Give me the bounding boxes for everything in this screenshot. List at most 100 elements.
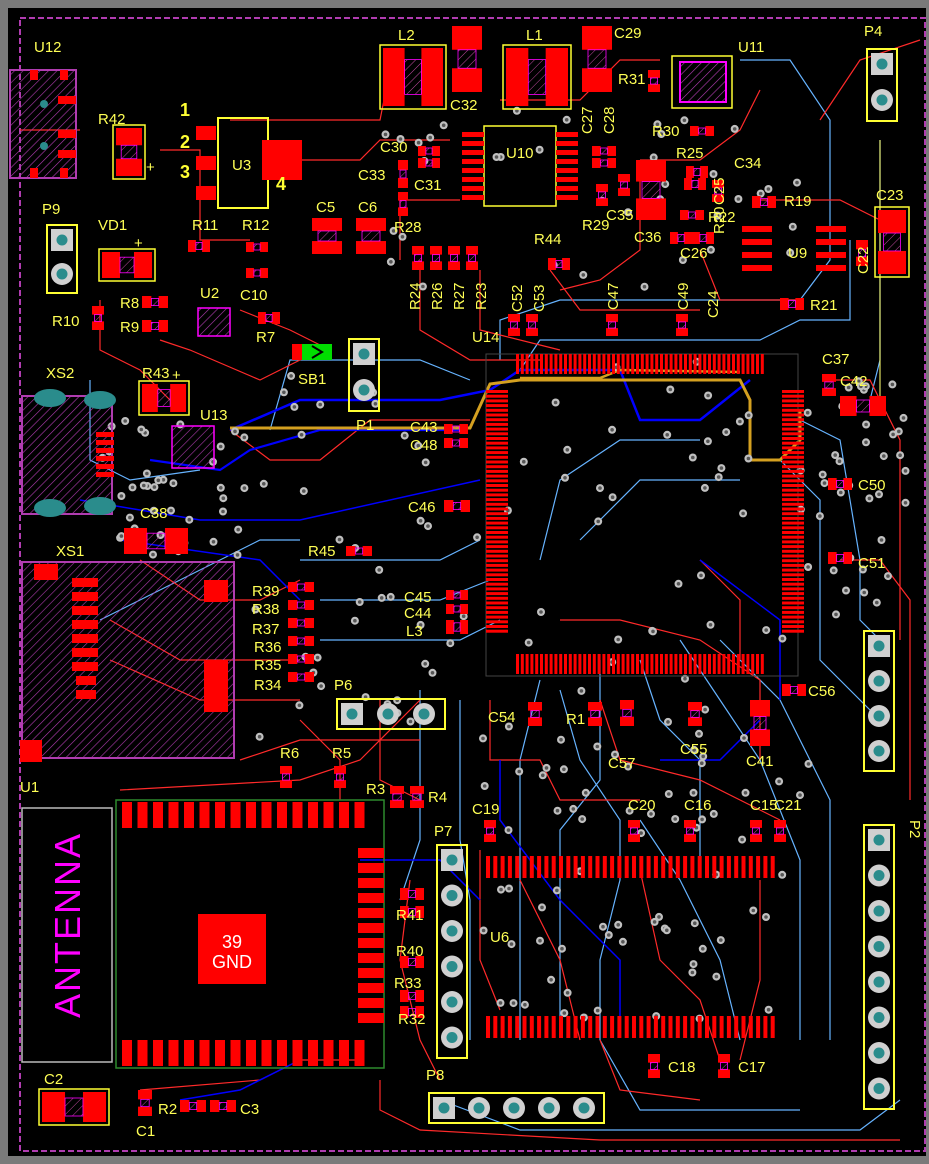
passive-part[interactable] — [142, 296, 168, 308]
passive-part[interactable] — [280, 766, 292, 788]
passive-part[interactable] — [398, 192, 408, 216]
passive-part[interactable] — [712, 180, 724, 202]
passive-part[interactable] — [648, 70, 660, 92]
passive-part[interactable] — [288, 618, 314, 628]
passive-part[interactable] — [452, 26, 482, 92]
passive-part[interactable] — [484, 820, 496, 842]
passive-part[interactable] — [410, 786, 424, 808]
passive-part[interactable] — [620, 700, 634, 726]
passive-part[interactable] — [38, 1088, 110, 1126]
passive-part[interactable] — [400, 1006, 424, 1018]
passive-part[interactable] — [636, 160, 666, 220]
passive-part[interactable] — [418, 158, 440, 168]
passive-part[interactable] — [444, 438, 468, 448]
passive-part[interactable] — [692, 232, 714, 244]
passive-part[interactable] — [688, 702, 702, 726]
passive-part[interactable] — [288, 672, 314, 682]
passive-part[interactable] — [718, 1054, 730, 1078]
passive-part[interactable] — [750, 700, 770, 746]
passive-part[interactable] — [822, 374, 836, 396]
header-p6[interactable] — [336, 698, 446, 730]
passive-part[interactable] — [690, 126, 714, 136]
passive-part[interactable] — [379, 44, 447, 110]
passive-part[interactable] — [288, 600, 314, 610]
passive-part[interactable] — [92, 306, 104, 330]
header-p7[interactable] — [436, 844, 468, 1059]
passive-part[interactable] — [288, 582, 314, 592]
passive-part[interactable] — [618, 174, 630, 196]
passive-part[interactable] — [606, 314, 618, 336]
passive-part[interactable] — [142, 320, 168, 332]
passive-part[interactable] — [592, 158, 616, 168]
passive-part[interactable] — [288, 636, 314, 646]
header-p9[interactable] — [46, 224, 78, 294]
passive-part[interactable] — [444, 424, 468, 434]
passive-part[interactable] — [444, 500, 470, 512]
passive-part[interactable] — [400, 990, 424, 1002]
passive-part[interactable] — [686, 166, 708, 178]
passive-part[interactable] — [188, 240, 210, 252]
passive-part[interactable] — [398, 160, 408, 188]
passive-part[interactable] — [418, 146, 440, 156]
passive-part[interactable] — [356, 218, 386, 254]
passive-part[interactable] — [750, 820, 762, 842]
passive-part[interactable] — [782, 684, 806, 696]
passive-part[interactable] — [448, 246, 460, 270]
passive-part[interactable] — [582, 26, 612, 92]
passive-part[interactable] — [680, 210, 704, 220]
passive-part[interactable] — [400, 956, 424, 968]
passive-part[interactable] — [752, 196, 776, 208]
passive-part[interactable] — [412, 246, 424, 270]
passive-part[interactable] — [98, 248, 156, 282]
passive-part[interactable] — [430, 246, 442, 270]
passive-part[interactable] — [446, 590, 468, 600]
passive-part[interactable] — [840, 396, 886, 416]
passive-part[interactable] — [390, 786, 404, 808]
header-p-right-upper[interactable] — [863, 630, 895, 772]
passive-part[interactable] — [124, 528, 188, 554]
passive-part[interactable] — [828, 552, 852, 564]
passive-part[interactable] — [446, 620, 468, 634]
passive-part[interactable] — [648, 1054, 660, 1078]
header-p2[interactable] — [863, 824, 895, 1110]
passive-part[interactable] — [334, 766, 346, 788]
passive-part[interactable] — [828, 478, 852, 490]
passive-part[interactable] — [670, 232, 692, 244]
passive-part[interactable] — [596, 184, 608, 206]
passive-part[interactable] — [312, 218, 342, 254]
passive-part[interactable] — [628, 820, 640, 842]
passive-part[interactable] — [446, 604, 468, 614]
passive-part[interactable] — [588, 702, 602, 726]
passive-part[interactable] — [346, 546, 372, 556]
passive-part[interactable] — [508, 314, 520, 336]
passive-part[interactable] — [466, 246, 478, 270]
header-p8[interactable] — [428, 1092, 605, 1124]
passive-part[interactable] — [258, 312, 280, 324]
passive-part[interactable] — [528, 702, 542, 726]
passive-part[interactable] — [684, 178, 706, 190]
passive-part[interactable] — [548, 258, 570, 270]
passive-part[interactable] — [526, 314, 538, 336]
passive-part[interactable] — [180, 1100, 206, 1112]
passive-part[interactable] — [684, 820, 696, 842]
passive-part[interactable] — [246, 268, 268, 278]
passive-part[interactable] — [780, 298, 804, 310]
passive-part[interactable] — [138, 380, 190, 416]
passive-part[interactable] — [400, 888, 424, 900]
header-p4[interactable] — [866, 48, 898, 122]
passive-part[interactable] — [112, 124, 146, 180]
passive-part[interactable] — [502, 44, 572, 110]
passive-part[interactable] — [400, 906, 424, 918]
passive-part[interactable] — [288, 654, 314, 664]
header-p1[interactable] — [348, 338, 380, 412]
passive-part[interactable] — [210, 1100, 236, 1112]
passive-part[interactable] — [138, 1090, 152, 1116]
passive-part[interactable] — [246, 242, 268, 252]
passive-part[interactable] — [592, 146, 616, 156]
passive-part[interactable] — [874, 206, 910, 278]
passive-part[interactable] — [676, 314, 688, 336]
passive-part[interactable] — [856, 240, 868, 266]
passive-part[interactable] — [774, 820, 786, 842]
